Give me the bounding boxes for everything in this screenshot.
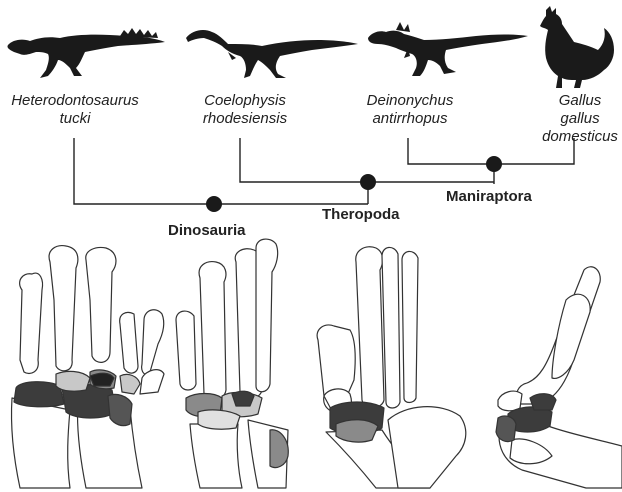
heterodontosaurus-hand-drawing	[11, 246, 164, 488]
deinonychus-hand-drawing	[317, 247, 466, 488]
gallus-hand-drawing	[498, 267, 622, 488]
